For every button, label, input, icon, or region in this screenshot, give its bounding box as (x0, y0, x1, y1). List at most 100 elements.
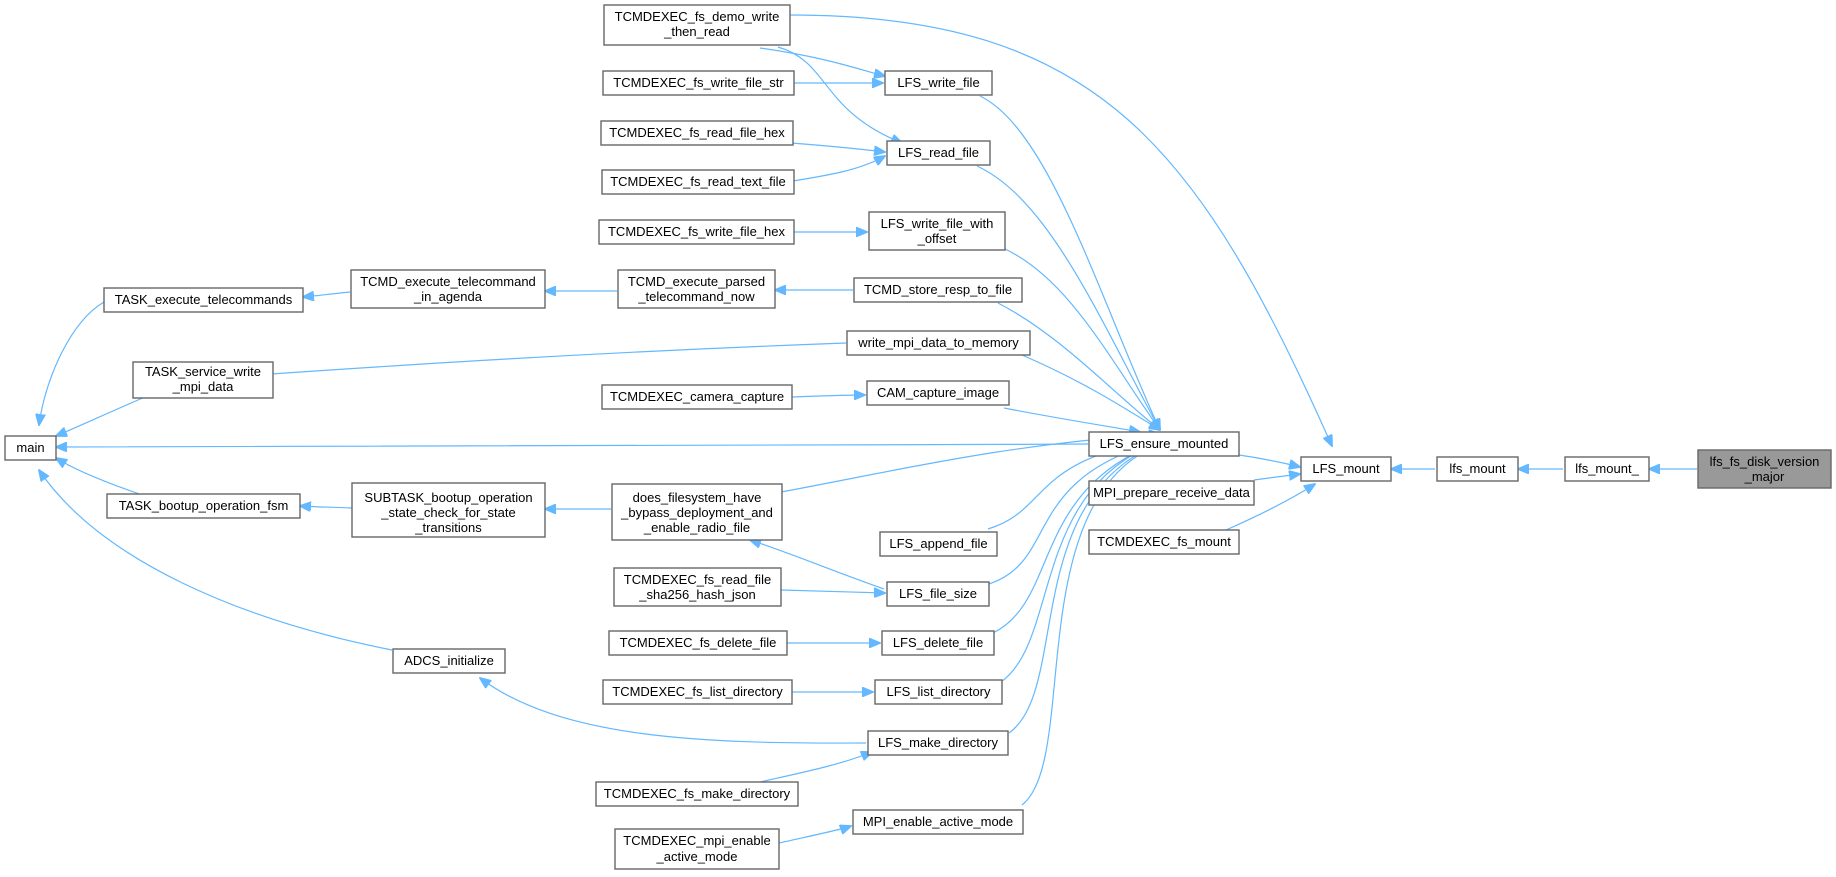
svg-text:MPI_enable_active_mode: MPI_enable_active_mode (863, 814, 1013, 829)
svg-text:TCMD_store_resp_to_file: TCMD_store_resp_to_file (864, 282, 1012, 297)
svg-text:TCMDEXEC_camera_capture: TCMDEXEC_camera_capture (610, 389, 784, 404)
svg-text:LFS_write_file: LFS_write_file (897, 75, 979, 90)
node-lfs-write-file-with-offset-line-2: _offset (917, 231, 957, 246)
node-subtask-bootup-operation-state-check[interactable]: SUBTASK_bootup_operation_state_check_for… (351, 482, 546, 538)
node-lfs-read-file-line-1: LFS_read_file (898, 145, 979, 160)
node-adcs-initialize[interactable]: ADCS_initialize (392, 648, 506, 674)
node-task-service-write-mpi-data-line-2: _mpi_data (172, 379, 234, 394)
node-lfs-mount-underscore[interactable]: lfs_mount_ (1564, 456, 1650, 482)
node-tcmdexec-fs-read-file-hex[interactable]: TCMDEXEC_fs_read_file_hex (600, 120, 794, 146)
svg-text:LFS_ensure_mounted: LFS_ensure_mounted (1100, 436, 1229, 451)
svg-text:TCMD_execute_telecommand_in_ag: TCMD_execute_telecommand_in_agenda (360, 274, 536, 304)
node-tcmdexec-camera-capture[interactable]: TCMDEXEC_camera_capture (601, 384, 793, 410)
node-lfs-file-size[interactable]: LFS_file_size (886, 581, 990, 607)
svg-text:CAM_capture_image: CAM_capture_image (877, 385, 999, 400)
edge-tcmdexec-camera-to-cam (791, 395, 865, 397)
node-tcmd-store-resp-to-file[interactable]: TCMD_store_resp_to_file (853, 277, 1023, 303)
edge-subtask-to-task-boot (300, 506, 353, 508)
edge-tcmdexec-mkdir-to-lfs-make-dir (759, 752, 872, 783)
node-lfs-make-directory[interactable]: LFS_make_directory (867, 730, 1009, 756)
edge-tcmdexec-read-text-to-lfs-read (792, 156, 885, 182)
node-tcmdexec-fs-write-file-str-line-1: TCMDEXEC_fs_write_file_str (613, 75, 784, 90)
node-lfs-file-size-line-1: LFS_file_size (899, 586, 977, 601)
svg-text:TCMDEXEC_fs_read_text_file: TCMDEXEC_fs_read_text_file (610, 174, 786, 189)
node-write-mpi-data-to-memory[interactable]: write_mpi_data_to_memory (846, 330, 1031, 356)
edge-tcmdexec-demo-to-lfs-read (777, 46, 902, 143)
node-lfs-write-file[interactable]: LFS_write_file (884, 70, 993, 96)
node-cam-capture-image[interactable]: CAM_capture_image (866, 380, 1010, 406)
node-tcmdexec-fs-demo-write-then-read-line-2: _then_read (663, 24, 730, 39)
node-lfs-list-directory[interactable]: LFS_list_directory (874, 679, 1003, 705)
node-tcmdexec-fs-make-directory[interactable]: TCMDEXEC_fs_make_directory (595, 781, 799, 807)
node-tcmdexec-fs-write-file-hex[interactable]: TCMDEXEC_fs_write_file_hex (598, 219, 795, 245)
svg-text:LFS_file_size: LFS_file_size (899, 586, 977, 601)
svg-text:TCMDEXEC_mpi_enable_active_mod: TCMDEXEC_mpi_enable_active_mode (623, 833, 770, 864)
svg-text:TCMDEXEC_fs_make_directory: TCMDEXEC_fs_make_directory (604, 786, 791, 801)
node-lfs-write-file-with-offset[interactable]: LFS_write_file_with_offset (868, 211, 1006, 251)
svg-text:lfs_fs_disk_version_major: lfs_fs_disk_version_major (1710, 454, 1820, 484)
svg-text:TCMDEXEC_fs_read_file_hex: TCMDEXEC_fs_read_file_hex (609, 125, 785, 140)
node-task-execute-telecommands[interactable]: TASK_execute_telecommands (103, 287, 304, 313)
node-tcmdexec-fs-read-file-sha256[interactable]: TCMDEXEC_fs_read_file_sha256_hash_json (613, 567, 782, 607)
edge-mpi-prepare-to-lfs-mount (1253, 474, 1300, 481)
edge-lfs-file-size-to-lfs-ensure (988, 441, 1160, 585)
node-mpi-enable-active-mode[interactable]: MPI_enable_active_mode (852, 809, 1024, 835)
node-tcmdexec-fs-list-directory-line-1: TCMDEXEC_fs_list_directory (612, 684, 783, 699)
node-tcmdexec-fs-list-directory[interactable]: TCMDEXEC_fs_list_directory (602, 679, 793, 705)
edge-lfs-make-dir-to-adcs (480, 678, 867, 744)
node-lfs-mount-lowercase[interactable]: lfs_mount (1436, 456, 1519, 482)
node-task-execute-telecommands-line-1: TASK_execute_telecommands (115, 292, 293, 307)
node-lfs-fs-disk-version-major-line-1: lfs_fs_disk_version (1710, 454, 1820, 469)
edge-tcmdexec-demo-to-lfs-write (759, 47, 885, 76)
svg-text:LFS_read_file: LFS_read_file (898, 145, 979, 160)
node-tcmdexec-fs-mount[interactable]: TCMDEXEC_fs_mount (1088, 529, 1240, 555)
node-subtask-bootup-operation-state-check-line-2: _state_check_for_state (380, 505, 515, 520)
node-mpi-prepare-receive-data[interactable]: MPI_prepare_receive_data (1088, 480, 1255, 506)
node-tcmdexec-fs-delete-file[interactable]: TCMDEXEC_fs_delete_file (608, 630, 788, 656)
node-tcmdexec-fs-write-file-str[interactable]: TCMDEXEC_fs_write_file_str (602, 70, 795, 96)
node-does-filesystem-have-bypass[interactable]: does_filesystem_have_bypass_deployment_a… (611, 483, 783, 541)
svg-text:TASK_bootup_operation_fsm: TASK_bootup_operation_fsm (119, 498, 289, 513)
node-subtask-bootup-operation-state-check-line-3: _transitions (414, 520, 482, 535)
node-tcmdexec-mpi-enable-active-mode-line-2: _active_mode (656, 849, 738, 864)
node-does-filesystem-have-bypass-line-2: _bypass_deployment_and (620, 505, 773, 520)
edge-tcmdexec-mount-to-lfs-mount (1225, 484, 1315, 531)
node-task-bootup-operation-fsm[interactable]: TASK_bootup_operation_fsm (106, 493, 301, 519)
node-lfs-ensure-mounted[interactable]: LFS_ensure_mounted (1088, 431, 1240, 457)
node-tcmd-execute-telecommand-in-agenda[interactable]: TCMD_execute_telecommand_in_agenda (350, 269, 546, 309)
node-lfs-append-file[interactable]: LFS_append_file (879, 531, 998, 557)
svg-text:TCMDEXEC_fs_write_file_str: TCMDEXEC_fs_write_file_str (613, 75, 784, 90)
node-write-mpi-data-to-memory-line-1: write_mpi_data_to_memory (857, 335, 1019, 350)
edge-lfs-list-dir-to-lfs-ensure (1000, 442, 1160, 683)
svg-text:TASK_service_write_mpi_data: TASK_service_write_mpi_data (145, 364, 261, 394)
node-tcmdexec-fs-mount-line-1: TCMDEXEC_fs_mount (1097, 534, 1231, 549)
node-does-filesystem-have-bypass-line-3: _enable_radio_file (643, 520, 750, 535)
node-task-service-write-mpi-data[interactable]: TASK_service_write_mpi_data (132, 361, 274, 399)
svg-text:TCMDEXEC_fs_read_file_sha256_h: TCMDEXEC_fs_read_file_sha256_hash_json (624, 572, 771, 602)
node-tcmdexec-fs-demo-write-then-read[interactable]: TCMDEXEC_fs_demo_write_then_read (603, 4, 791, 46)
svg-text:lfs_mount: lfs_mount (1449, 461, 1506, 476)
svg-text:write_mpi_data_to_memory: write_mpi_data_to_memory (857, 335, 1019, 350)
node-tcmdexec-fs-read-text-file-line-1: TCMDEXEC_fs_read_text_file (610, 174, 786, 189)
node-lfs-mount[interactable]: LFS_mount (1300, 456, 1392, 482)
svg-text:TCMDEXEC_fs_delete_file: TCMDEXEC_fs_delete_file (620, 635, 777, 650)
svg-text:TCMD_execute_parsed_telecomman: TCMD_execute_parsed_telecommand_now (628, 274, 765, 304)
node-tcmdexec-fs-write-file-hex-line-1: TCMDEXEC_fs_write_file_hex (608, 224, 786, 239)
node-tcmdexec-camera-capture-line-1: TCMDEXEC_camera_capture (610, 389, 784, 404)
node-lfs-delete-file[interactable]: LFS_delete_file (881, 630, 995, 656)
svg-text:TCMDEXEC_fs_mount: TCMDEXEC_fs_mount (1097, 534, 1231, 549)
node-lfs-read-file[interactable]: LFS_read_file (886, 140, 991, 166)
node-mpi-enable-active-mode-line-1: MPI_enable_active_mode (863, 814, 1013, 829)
svg-text:LFS_list_directory: LFS_list_directory (886, 684, 991, 699)
node-tcmdexec-fs-read-text-file[interactable]: TCMDEXEC_fs_read_text_file (601, 169, 795, 195)
node-tcmd-execute-parsed-telecommand-now[interactable]: TCMD_execute_parsed_telecommand_now (617, 269, 776, 309)
node-main[interactable]: main (4, 435, 57, 461)
node-lfs-fs-disk-version-major[interactable]: lfs_fs_disk_version_major (1697, 449, 1832, 489)
node-tcmdexec-mpi-enable-active-mode[interactable]: TCMDEXEC_mpi_enable_active_mode (614, 828, 780, 870)
edge-mpi-enable-to-lfs-ensure (1021, 444, 1160, 806)
svg-text:TCMDEXEC_fs_write_file_hex: TCMDEXEC_fs_write_file_hex (608, 224, 786, 239)
node-mpi-prepare-receive-data-line-1: MPI_prepare_receive_data (1093, 485, 1251, 500)
edge-task-mpi-to-main (56, 396, 146, 436)
node-cam-capture-image-line-1: CAM_capture_image (877, 385, 999, 400)
